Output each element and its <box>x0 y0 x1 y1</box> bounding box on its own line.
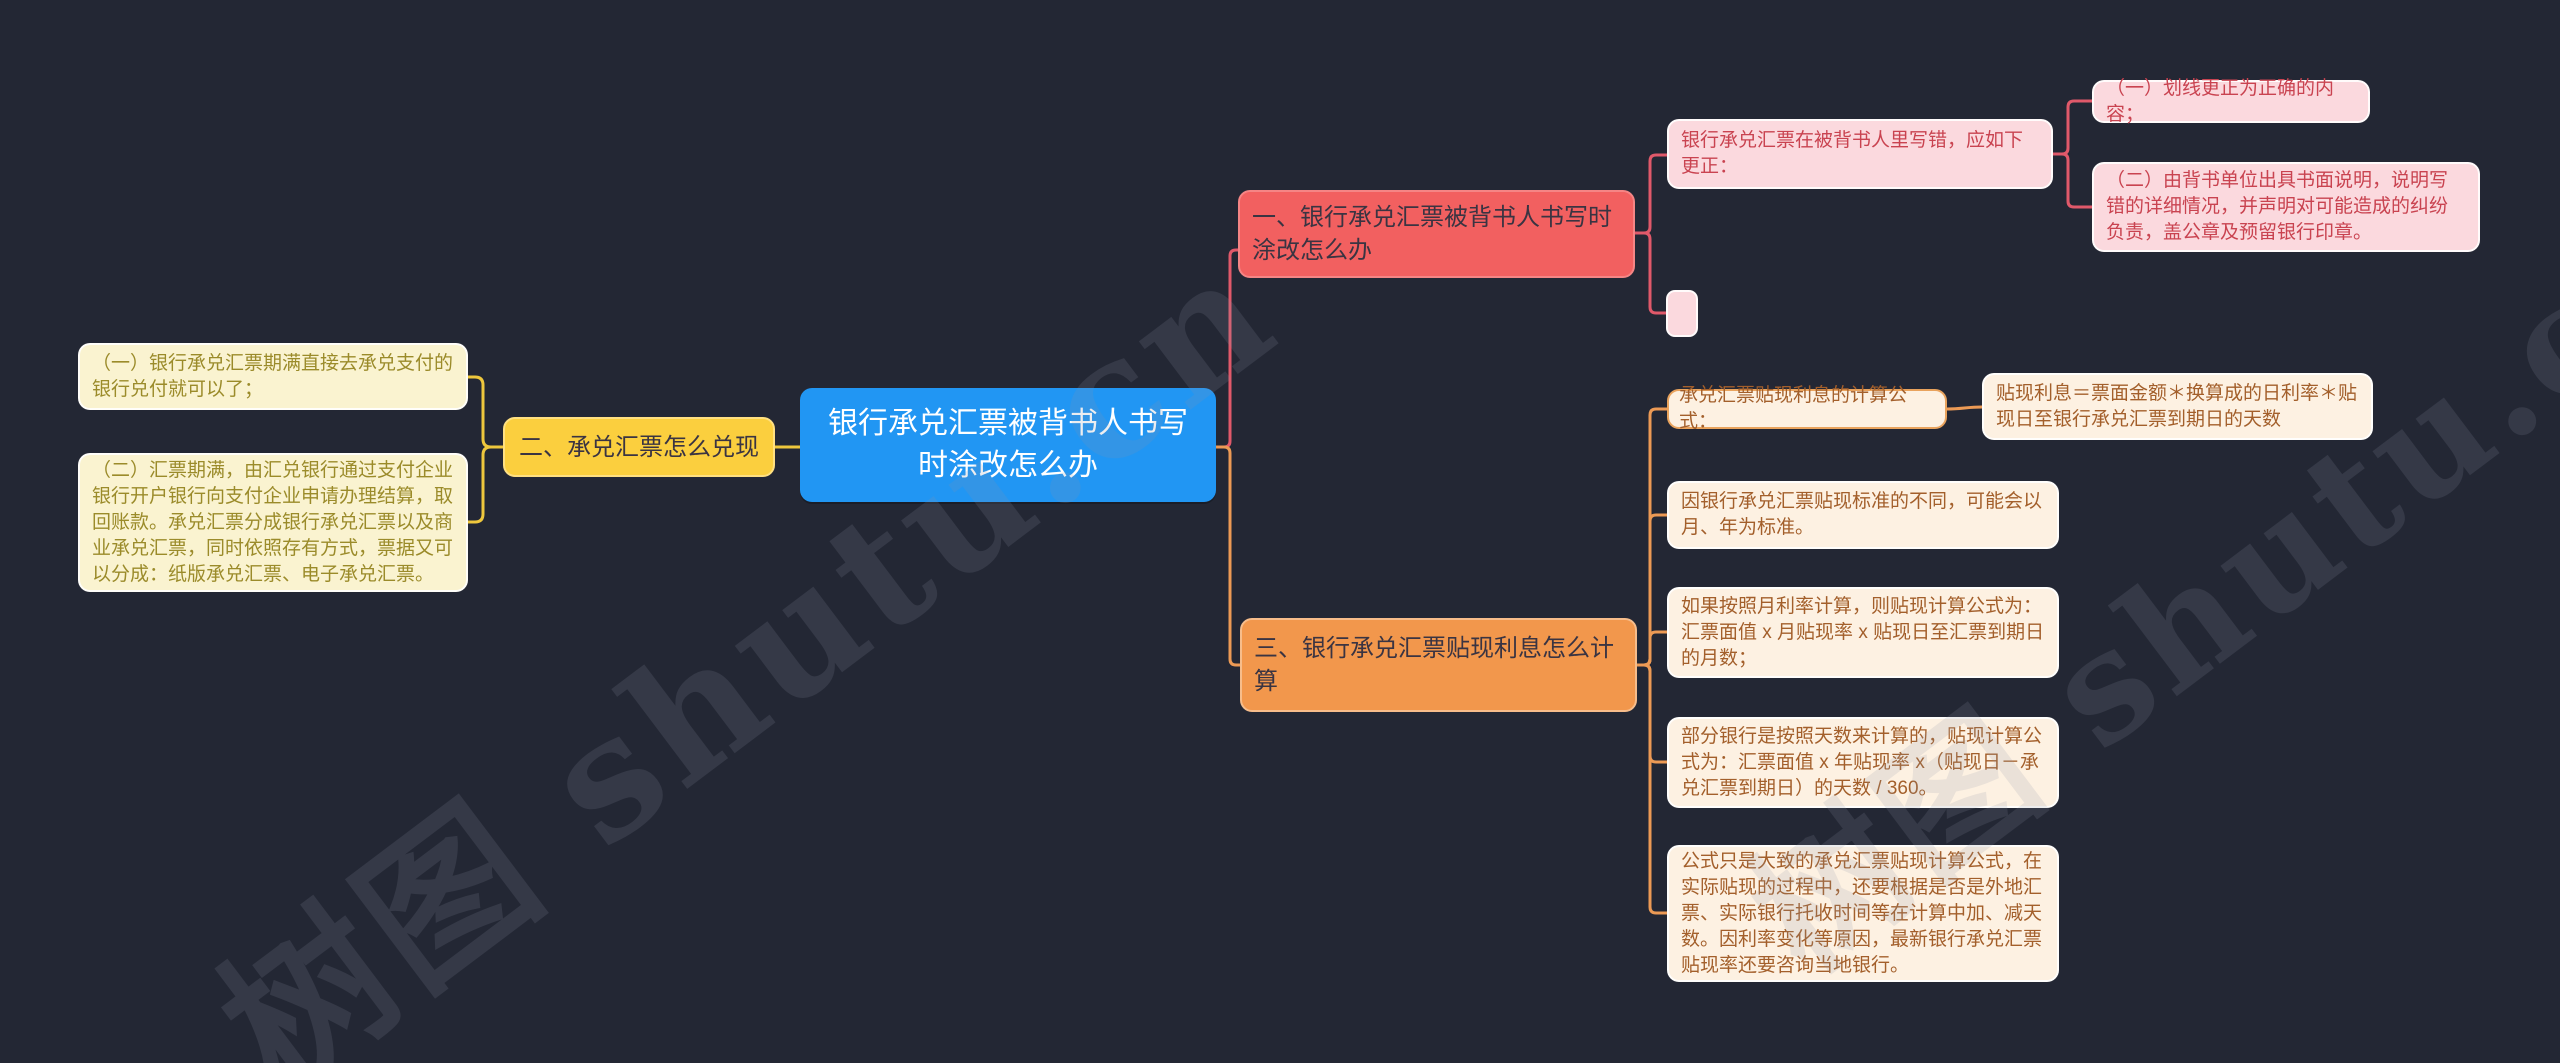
root-topic-label: 银行承兑汇票被背书人书写时涂改怎么办 <box>828 407 1188 482</box>
branch3-formula-title-node[interactable]: 承兑汇票贴现利息的计算公式： <box>1667 385 1947 432</box>
branch1-collapsed-node[interactable] <box>1666 290 1698 337</box>
branch2-point1-label: （一）银行承兑汇票期满直接去承兑支付的银行兑付就可以了； <box>92 352 454 400</box>
branch1-topic-node[interactable]: 一、银行承兑汇票被背书人书写时涂改怎么办 <box>1238 190 1635 278</box>
branch2-point1-node[interactable]: （一）银行承兑汇票期满直接去承兑支付的银行兑付就可以了； <box>78 343 468 410</box>
branch1-point2-label: （二）由背书单位出具书面说明，说明写错的详细情况，并声明对可能造成的纠纷负责，盖… <box>2106 170 2449 243</box>
branch3-note1-node[interactable]: 因银行承兑汇票贴现标准的不同，可能会以月、年为标准。 <box>1667 481 2059 549</box>
branch1-point2-node[interactable]: （二）由背书单位出具书面说明，说明写错的详细情况，并声明对可能造成的纠纷负责，盖… <box>2092 162 2480 252</box>
branch3-note2-label: 如果按照月利率计算，则贴现计算公式为：汇票面值 x 月贴现率 x 贴现日至汇票到… <box>1681 595 2045 669</box>
branch1-point1-label: （一）划线更正为正确的内容； <box>2106 77 2335 125</box>
branch1-summary-label: 银行承兑汇票在被背书人里写错，应如下更正： <box>1681 130 2024 177</box>
branch3-connectors <box>1214 405 1984 915</box>
branch3-formula-label: 贴现利息＝票面金额＊换算成的日利率＊贴现日至银行承兑汇票到期日的天数 <box>1996 382 2358 430</box>
branch2-topic-node[interactable]: 二、承兑汇票怎么兑现 <box>503 417 775 477</box>
branch2-connectors <box>466 375 802 524</box>
branch1-topic-label: 一、银行承兑汇票被背书人书写时涂改怎么办 <box>1252 204 1612 264</box>
root-topic-node[interactable]: 银行承兑汇票被背书人书写时涂改怎么办 <box>800 388 1216 502</box>
branch3-note1-label: 因银行承兑汇票贴现标准的不同，可能会以月、年为标准。 <box>1681 491 2043 538</box>
branch3-note3-label: 部分银行是按照天数来计算的，贴现计算公式为：汇票面值 x 年贴现率 x（贴现日－… <box>1681 725 2043 799</box>
branch3-note3-node[interactable]: 部分银行是按照天数来计算的，贴现计算公式为：汇票面值 x 年贴现率 x（贴现日－… <box>1667 717 2059 808</box>
branch3-note4-label: 公式只是大致的承兑汇票贴现计算公式，在实际贴现的过程中，还要根据是否是外地汇票、… <box>1681 850 2043 976</box>
branch3-topic-node[interactable]: 三、银行承兑汇票贴现利息怎么计算 <box>1240 618 1637 712</box>
branch2-topic-label: 二、承兑汇票怎么兑现 <box>519 433 759 461</box>
branch2-point2-node[interactable]: （二）汇票期满，由汇兑银行通过支付企业银行开户银行向支付企业申请办理结算，取回账… <box>78 453 468 592</box>
branch1-summary-node[interactable]: 银行承兑汇票在被背书人里写错，应如下更正： <box>1667 119 2053 189</box>
branch3-note4-node[interactable]: 公式只是大致的承兑汇票贴现计算公式，在实际贴现的过程中，还要根据是否是外地汇票、… <box>1667 845 2059 982</box>
branch3-note2-node[interactable]: 如果按照月利率计算，则贴现计算公式为：汇票面值 x 月贴现率 x 贴现日至汇票到… <box>1667 587 2059 678</box>
branch2-point2-label: （二）汇票期满，由汇兑银行通过支付企业银行开户银行向支付企业申请办理结算，取回账… <box>92 459 454 585</box>
branch3-formula-title-label: 承兑汇票贴现利息的计算公式： <box>1679 385 1908 432</box>
branch3-formula-node[interactable]: 贴现利息＝票面金额＊换算成的日利率＊贴现日至银行承兑汇票到期日的天数 <box>1982 373 2373 440</box>
branch3-topic-label: 三、银行承兑汇票贴现利息怎么计算 <box>1254 635 1614 695</box>
branch1-point1-node[interactable]: （一）划线更正为正确的内容； <box>2092 78 2370 125</box>
